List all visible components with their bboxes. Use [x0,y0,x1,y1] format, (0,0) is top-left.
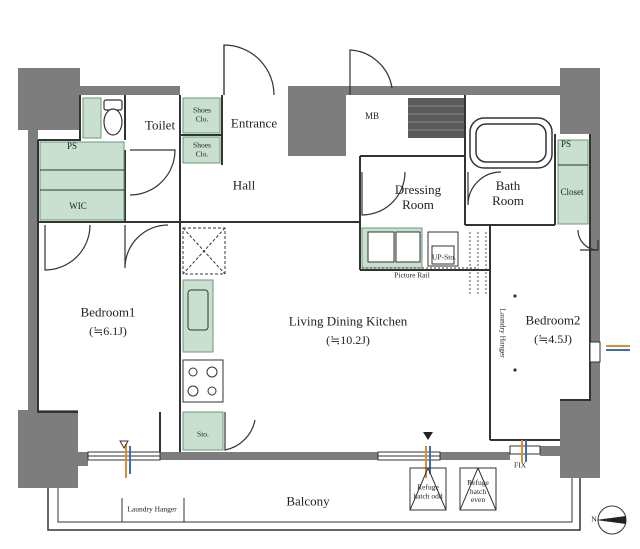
bathtub-icon [469,117,553,169]
door-bedroom1 [44,224,91,271]
door-sto [224,412,256,451]
windows [87,341,601,461]
wall-bottom-seg2 [440,452,510,460]
door-dressing [361,171,406,216]
washer-icon [367,231,459,267]
laundry-hanger-dots [513,294,517,372]
walls [18,68,600,488]
label-ps-right: PS [560,138,572,149]
door-bath [467,171,502,206]
label-bedroom2-area: (≒4.5J) [534,332,572,347]
label-toilet: Toilet [144,117,176,133]
wall-bottom-seg [160,452,378,460]
door-entrance [223,44,275,96]
label-bedroom2: Bedroom2 [525,312,581,328]
label-sto: Sto. [197,429,209,439]
wall-top-left [80,86,180,95]
wall-right [590,134,600,402]
label-refuge-even: Refuge hatch even [467,478,489,505]
marker-triangle-2 [423,432,433,440]
label-bedroom1: Bedroom1 [80,304,136,320]
marker-triangle-1 [119,440,129,450]
shoes-clo-storage-1 [182,97,221,134]
label-shoes-clo-2: Shoes Clo. [193,140,211,158]
label-laundry-hanger-balcony: Laundry Hanger [127,504,177,514]
sto-storage [182,411,224,451]
label-fix: FIX [513,460,527,470]
vent-grille [408,98,464,138]
column-top-left [18,68,80,130]
refuge-hatches [409,467,497,511]
label-up-sto: UP-Sto. [432,252,456,262]
label-ldk: Living Dining Kitchen [288,313,408,329]
label-dressing-room: Dressing Room [394,182,442,212]
label-hall: Hall [232,177,256,193]
toilet-fixture [103,99,123,136]
column-bottom-right [560,400,600,478]
window-right [589,341,601,363]
column-bottom-left [18,410,78,488]
label-ldk-area: (≒10.2J) [326,333,370,348]
label-wic: WIC [69,200,87,211]
wic-shelves [40,164,588,191]
column-center [288,86,346,156]
doors [44,44,599,451]
label-closet: Closet [560,186,584,197]
door-mb [349,49,393,95]
label-ps-left: PS [66,140,78,151]
shoes-clo-storage-2 [182,136,221,164]
balcony-outline [47,478,581,531]
stove-icon [182,359,224,403]
column-top-right [560,68,600,134]
label-laundry-hanger-vertical: Laundry Hanger [498,308,508,358]
label-compass-north: N [591,514,597,524]
structure-hatching [469,232,487,296]
wall-bottom-seg3 [540,446,560,456]
label-picture-rail: Picture Rail [394,270,430,280]
wic-storage [39,141,125,221]
closet-storage [557,139,589,225]
label-bath-room: Bath Room [492,178,524,208]
label-bedroom1-area: (≒6.1J) [89,324,127,339]
toilet-storage [82,97,102,139]
wall-left [28,130,38,412]
kitchen-sink [187,289,209,331]
label-balcony: Balcony [286,493,330,509]
wall-bottom-left [78,452,88,466]
label-entrance: Entrance [230,115,278,131]
door-toilet [129,149,176,196]
compass-icon [596,505,627,535]
label-mb: MB [364,110,380,121]
label-refuge-odd: Refuge hatch odd [413,482,443,500]
wall-top-right [346,86,560,95]
label-shoes-clo-1: Shoes Clo. [193,105,211,123]
refrigerator-space [182,227,226,275]
